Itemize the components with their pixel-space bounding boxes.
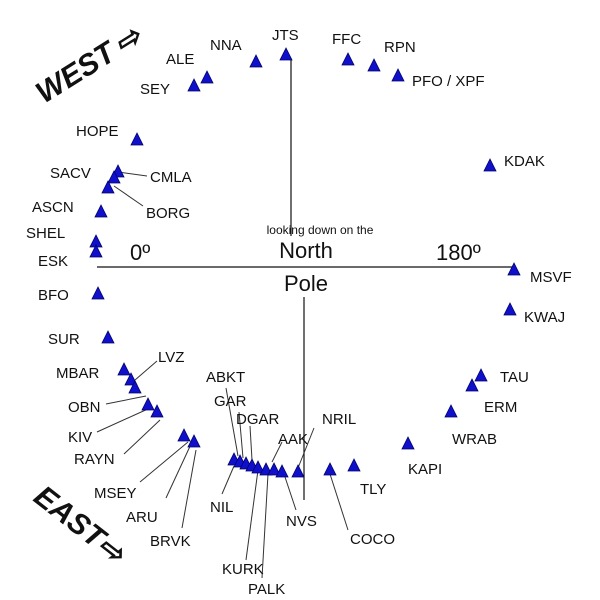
station-marker-icon xyxy=(367,58,381,72)
station-marker-icon xyxy=(187,434,201,448)
station-label-aru: ARU xyxy=(126,509,158,526)
station-label-ale: ALE xyxy=(166,51,194,68)
station-label-rpn: RPN xyxy=(384,39,416,56)
station-marker-icon xyxy=(117,362,131,376)
station-label-rayn: RAYN xyxy=(74,451,115,468)
station-label-brvk: BRVK xyxy=(150,533,191,550)
station-marker-icon xyxy=(91,286,105,300)
station-label-kiv: KIV xyxy=(68,429,92,446)
station-label-sur: SUR xyxy=(48,331,80,348)
station-label-dgar: DGAR xyxy=(236,411,280,428)
station-marker-icon xyxy=(94,204,108,218)
station-marker-icon xyxy=(187,78,201,92)
station-marker-icon xyxy=(474,368,488,382)
station-label-shel: SHEL xyxy=(26,225,65,242)
station-marker-icon xyxy=(291,464,305,478)
north-label: North xyxy=(279,238,333,263)
station-label-msvf: MSVF xyxy=(530,269,572,286)
station-label-bfo: BFO xyxy=(38,287,69,304)
station-marker-icon xyxy=(89,244,103,258)
station-label-msey: MSEY xyxy=(94,485,137,502)
station-label-coco: COCO xyxy=(350,531,395,548)
station-label-nvs: NVS xyxy=(286,513,317,530)
station-label-palk: PALK xyxy=(248,581,285,598)
station-marker-icon xyxy=(128,380,142,394)
pole-label: Pole xyxy=(284,271,328,296)
station-label-abkt: ABKT xyxy=(206,369,245,386)
station-marker-icon xyxy=(503,302,517,316)
station-label-sacv: SACV xyxy=(50,165,91,182)
station-label-sey: SEY xyxy=(140,81,170,98)
station-label-jts: JTS xyxy=(272,27,299,44)
station-label-hope: HOPE xyxy=(76,123,119,140)
zero-degree-label: 0º xyxy=(130,240,150,265)
station-label-lvz: LVZ xyxy=(158,349,184,366)
station-label-nril: NRIL xyxy=(322,411,356,428)
station-marker-icon xyxy=(401,436,415,450)
station-marker-icon xyxy=(249,54,263,68)
station-labels: JTS NNA ALE SEY FFC RPN PFO / XPF HOPE K… xyxy=(26,27,572,598)
station-marker-icon xyxy=(177,428,191,442)
station-label-kapi: KAPI xyxy=(408,461,442,478)
station-marker-icon xyxy=(150,404,164,418)
station-marker-icon xyxy=(507,262,521,276)
station-marker-icon xyxy=(200,70,214,84)
station-label-nna: NNA xyxy=(210,37,242,54)
station-marker-icon xyxy=(483,158,497,172)
station-label-tau: TAU xyxy=(500,369,529,386)
station-label-erm: ERM xyxy=(484,399,517,416)
station-marker-icon xyxy=(323,462,337,476)
center-caption: looking down on the xyxy=(267,223,374,237)
station-marker-icon xyxy=(465,378,479,392)
station-marker-icon xyxy=(275,464,289,478)
station-marker-icon xyxy=(444,404,458,418)
station-marker-icon xyxy=(341,52,355,66)
station-marker-icon xyxy=(391,68,405,82)
station-label-ffc: FFC xyxy=(332,31,361,48)
station-label-borg: BORG xyxy=(146,205,190,222)
station-label-kdak: KDAK xyxy=(504,153,545,170)
station-marker-icon xyxy=(124,372,138,386)
station-label-pfo-xpf: PFO / XPF xyxy=(412,73,485,90)
station-label-obn: OBN xyxy=(68,399,101,416)
station-label-wrab: WRAB xyxy=(452,431,497,448)
station-label-ascn: ASCN xyxy=(32,199,74,216)
svg-text:WEST: WEST xyxy=(30,35,123,110)
station-marker-icon xyxy=(107,170,121,184)
station-marker-icon xyxy=(267,462,281,476)
station-marker-icon xyxy=(101,330,115,344)
one-eighty-degree-label: 180º xyxy=(436,240,481,265)
station-marker-icon xyxy=(259,462,273,476)
station-label-esk: ESK xyxy=(38,253,68,270)
station-label-gar: GAR xyxy=(214,393,247,410)
station-marker-icon xyxy=(251,460,265,474)
station-label-cmla: CMLA xyxy=(150,169,192,186)
station-marker-icon xyxy=(347,458,361,472)
station-label-kwaj: KWAJ xyxy=(524,309,565,326)
station-markers xyxy=(89,47,521,478)
station-label-mbar: MBAR xyxy=(56,365,100,382)
leader-lines xyxy=(96,171,349,579)
station-marker-icon xyxy=(141,397,155,411)
station-label-kurk: KURK xyxy=(222,561,264,578)
station-marker-icon xyxy=(101,180,115,194)
west-direction-label: WEST ⇨ xyxy=(30,19,148,110)
station-label-aak: AAK xyxy=(278,431,308,448)
station-label-nil: NIL xyxy=(210,499,233,516)
station-label-tly: TLY xyxy=(360,481,386,498)
station-marker-icon xyxy=(279,47,293,61)
station-marker-icon xyxy=(130,132,144,146)
